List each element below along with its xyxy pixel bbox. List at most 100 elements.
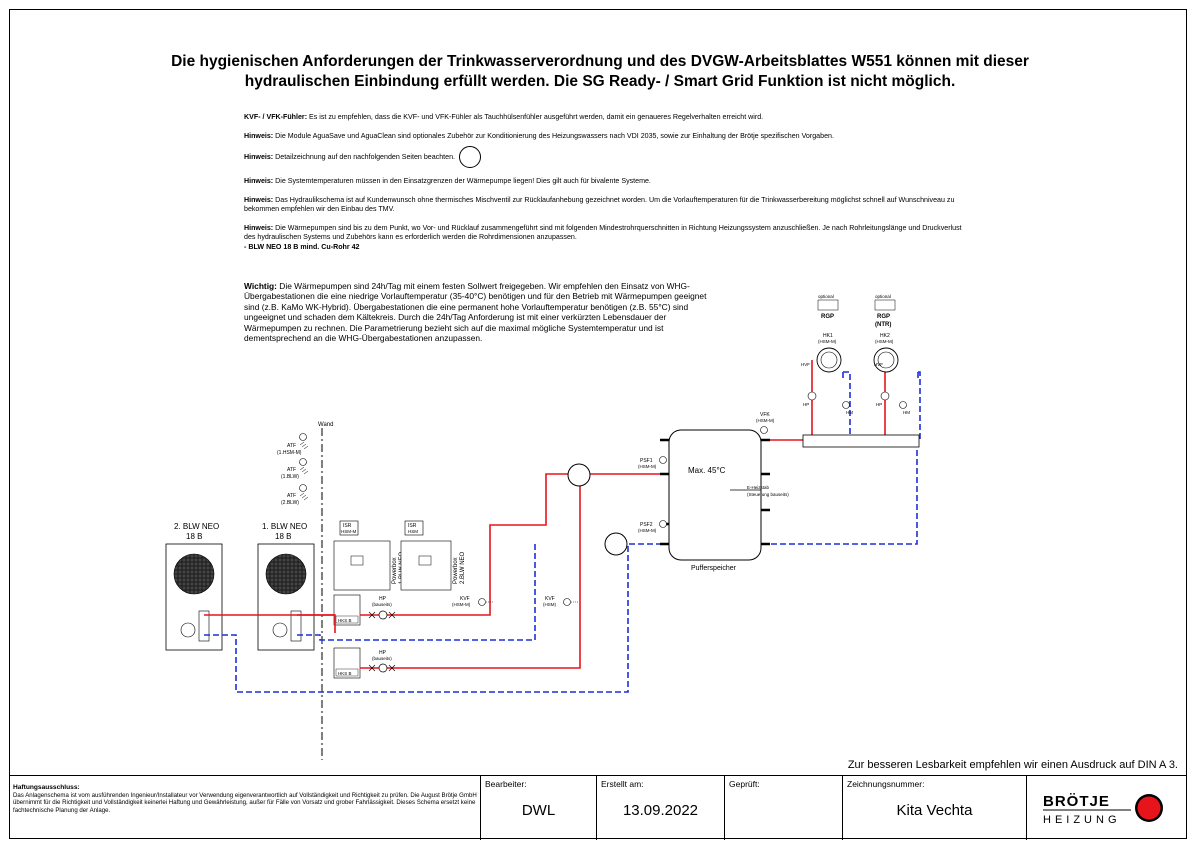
din-note: Zur besseren Lesbarkeit empfehlen wir ei… [847,759,1178,771]
note-detail: Hinweis: Detailzeichnung auf den nachfol… [244,146,964,168]
svg-text:ATF: ATF [287,493,296,499]
svg-text:HVF: HVF [801,362,810,367]
svg-text:optional: optional [875,294,891,299]
svg-text:PSF2: PSF2 [640,522,653,528]
thermometer-icon [299,458,307,466]
notes-block: KVF- / VFK-Fühler: Es ist zu empfehlen, … [244,113,964,261]
svg-text:HP: HP [803,402,809,407]
heat-pump-2: 2. BLW NEO 18 B [165,522,223,651]
svg-text:optional: optional [818,294,834,299]
hks-units: HKS B HKS B HP (bauseits) HP (bauseits) [333,594,392,679]
svg-text:(bauseits): (bauseits) [372,656,392,661]
svg-text:18 B: 18 B [186,532,202,541]
svg-text:HSM: HSM [408,529,418,534]
drawing-frame [9,9,1187,839]
svg-text:Pufferspeicher: Pufferspeicher [691,565,737,572]
svg-text:ISR: ISR [343,523,352,529]
svg-text:HM: HM [846,410,853,415]
svg-text:HP: HP [876,402,882,407]
svg-text:Powerbox: Powerbox [453,557,459,584]
svg-text:RGP: RGP [821,314,834,320]
svg-text:HM: HM [903,410,910,415]
svg-text:2. BLW NEO: 2. BLW NEO [174,522,219,531]
svg-text:RGP: RGP [877,314,890,320]
distributor-bar [802,434,920,448]
pump-valves [368,610,396,673]
svg-text:HSM-M: HSM-M [341,529,356,534]
thermometer-icon [563,598,571,606]
svg-text:VFK: VFK [760,412,770,418]
note-pipe-size: - BLW NEO 18 B mind. Cu-Rohr 42 [244,242,360,251]
pump-icon [378,663,388,673]
thermometer-icon [760,426,768,434]
thermometer-icon [659,520,667,528]
logo-color-dot [1137,796,1161,820]
return-pipes [204,371,921,693]
wall-label: Wand [318,422,333,428]
svg-text:HP: HP [379,596,387,602]
thermometer-icon [299,433,307,441]
svg-text:Max. 45°C: Max. 45°C [688,466,726,475]
svg-text:ISR: ISR [408,523,417,529]
title-line-1: Die hygienischen Anforderungen der Trink… [171,53,1029,70]
mixer-icon [842,401,850,409]
heating-circuit-icon [816,347,842,373]
svg-text:(HSM-M): (HSM-M) [756,418,775,423]
disclaimer: Haftungsausschluss: Das Anlagenschema is… [13,784,477,814]
svg-text:BRÖTJE: BRÖTJE [1043,793,1110,810]
heating-circuit-icon [873,347,899,373]
svg-text:(HSM-M): (HSM-M) [452,602,471,607]
svg-text:(HSM-M): (HSM-M) [875,339,894,344]
svg-text:PSF1: PSF1 [640,458,653,464]
bearbeiter-cell: Bearbeiter: DWL [480,776,596,840]
powerbox-1 [333,540,391,591]
note-tmv: Hinweis: Das Hydraulikschema ist auf Kun… [244,195,955,214]
heat-pump-1: 1. BLW NEO 18 B [257,522,315,651]
atf-sensors: ATF (1.HSM-M) ATF (1.BLW) ATF (2.BLW) [277,433,309,506]
svg-text:ATF: ATF [287,443,296,449]
page-title: Die hygienischen Anforderungen der Trink… [60,52,1140,92]
svg-text:Powerbox: Powerbox [392,557,398,584]
buffer-tank: Max. 45°C Pufferspeicher E-Heizstab (Ste… [638,429,789,572]
zeichnungsnummer-cell: Zeichnungsnummer: Kita Vechta [842,776,1026,840]
svg-text:HP: HP [379,650,387,656]
svg-text:(2.BLW): (2.BLW) [281,500,299,506]
svg-text:HKS B: HKS B [338,671,352,676]
svg-text:(bauseits): (bauseits) [372,602,392,607]
title-line-2: hydraulischen Einbindung erfüllt werden.… [244,73,956,90]
svg-text:HK1: HK1 [823,333,833,339]
wichtig-block: Wichtig: Die Wärmepumpen sind 24h/Tag mi… [244,281,707,344]
svg-text:E-Heizstab: E-Heizstab [747,485,770,490]
svg-text:HK2: HK2 [880,333,890,339]
svg-text:18 B: 18 B [275,532,291,541]
note-kvf: KVF- / VFK-Fühler: Es ist zu empfehlen, … [244,113,764,121]
svg-text:(NTR): (NTR) [875,322,891,328]
thermometer-icon [478,598,486,606]
pump-icon [378,610,388,620]
svg-text:KVF: KVF [545,596,555,602]
pump-icon [807,391,817,401]
thermometer-icon [299,484,307,492]
heating-circuits: optional RGP optional RGP (NTR) HK1 (HSM… [801,294,910,415]
svg-text:2.BLW NEO: 2.BLW NEO [460,551,466,584]
controllers: ISR HSM-M ISR HSM Powerbox 1.BLW NEO Pow… [333,520,466,591]
detail-circle-icon [459,146,481,168]
svg-text:(HSM-M): (HSM-M) [818,339,837,344]
separator-icon [567,463,591,487]
note-aguasave: Hinweis: Die Module AguaSave und AguaCle… [244,131,834,140]
svg-text:(1.BLW): (1.BLW) [281,474,299,480]
svg-text:KVF: KVF [460,596,470,602]
title-block: Haftungsausschluss: Das Anlagenschema is… [9,775,1187,840]
svg-text:(HSM-M): (HSM-M) [638,528,657,533]
svg-text:HEIZUNG: HEIZUNG [1043,814,1121,826]
thermometer-icon [659,456,667,464]
svg-text:(Steuerung bauseits): (Steuerung bauseits) [747,492,789,497]
hydraulic-diagram: Wand ATF (1.HSM-M) ATF (1.BLW) ATF (2.BL… [165,294,921,760]
mixer-icon [899,401,907,409]
logo-cell [1026,776,1187,840]
kvf-sensors: KVF (HSM-M) KVF (HSM) [452,596,579,607]
svg-text:(HSM): (HSM) [543,602,556,607]
svg-text:(1.HSM-M): (1.HSM-M) [277,450,302,456]
powerbox-2 [400,540,452,591]
note-systemtemp: Hinweis: Die Systemtemperaturen müssen i… [244,177,651,185]
